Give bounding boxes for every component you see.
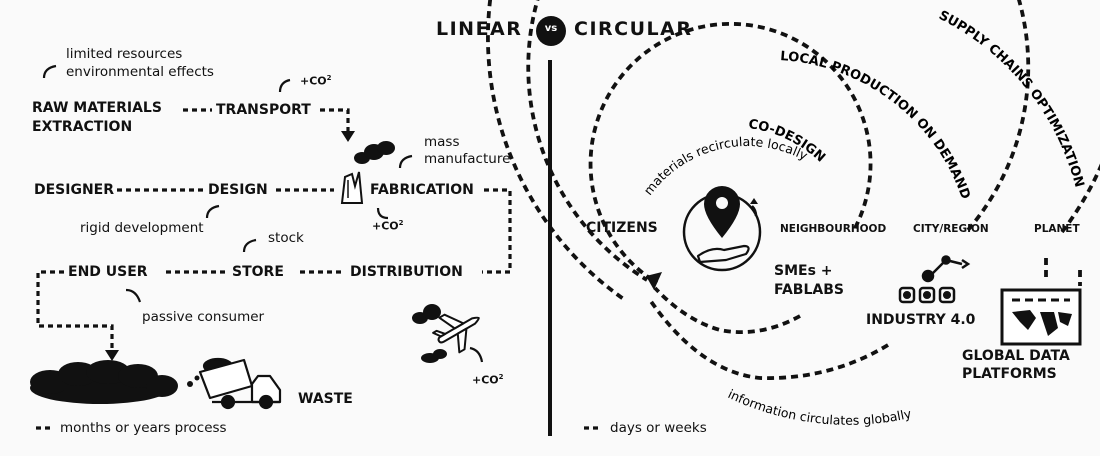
note-stock: stock [268, 230, 304, 246]
node-distribution: DISTRIBUTION [350, 264, 463, 280]
node-store: STORE [232, 264, 284, 280]
node-platforms: PLATFORMS [962, 366, 1057, 382]
co2-fabrication: +CO2 [372, 219, 404, 233]
node-fabrication: FABRICATION [370, 182, 474, 198]
note-rigid-development: rigid development [80, 220, 204, 236]
node-industry: INDUSTRY 4.0 [866, 312, 976, 328]
arrow-to-citizens [646, 272, 662, 290]
node-designer: DESIGNER [34, 182, 115, 198]
scale-city-region: CITY/REGION [913, 223, 989, 235]
node-smes: SMEs + [774, 263, 833, 279]
world-map-screen-icon [1000, 288, 1082, 346]
scale-planet: PLANET [1034, 223, 1080, 235]
title-linear: LINEAR [436, 18, 523, 40]
arc-label-information: information circulates globally [726, 386, 914, 428]
robot-arm-icon [898, 255, 971, 304]
node-fablabs: FABLABS [774, 282, 844, 298]
title-circular: CIRCULAR [574, 18, 693, 40]
arc-label-local-production: LOCAL PRODUCTION ON DEMAND [780, 49, 973, 201]
node-raw-materials: RAW MATERIALS [32, 100, 162, 116]
note-manufacture: manufacture [424, 151, 511, 167]
co2-plane: +CO2 [472, 373, 504, 387]
note-environmental-effects: environmental effects [66, 64, 214, 80]
note-limited-resources: limited resources [66, 46, 183, 62]
connector-curves [42, 64, 484, 363]
legend-circular: days or weeks [610, 420, 707, 436]
arc-label-supply-chains: SUPPLY CHAINS OPTIMIZATION [936, 8, 1086, 189]
circular-arcs [486, 0, 1100, 380]
co2-transport: +CO2 [300, 74, 332, 88]
linear-flow-lines [36, 108, 512, 350]
airplane-icon [412, 304, 480, 363]
vs-label: vs [544, 23, 558, 34]
node-design: DESIGN [208, 182, 268, 198]
note-mass: mass [424, 134, 460, 150]
node-global-data: GLOBAL DATA [962, 348, 1070, 364]
garbage-truck-icon [198, 357, 282, 410]
arrow-to-fabrication [341, 131, 355, 142]
factory-icon [340, 141, 395, 204]
node-citizens: CITIZENS [586, 220, 658, 236]
waste-pile-icon [30, 360, 200, 404]
location-hand-icon [682, 186, 762, 272]
scale-neighbourhood: NEIGHBOURHOOD [780, 223, 887, 235]
node-waste: WASTE [298, 391, 353, 407]
node-transport: TRANSPORT [216, 102, 311, 118]
node-end-user: END USER [68, 264, 148, 280]
legend-linear: months or years process [60, 420, 227, 436]
arrow-to-waste [105, 350, 119, 361]
node-extraction: EXTRACTION [32, 119, 133, 135]
note-passive-consumer: passive consumer [142, 309, 265, 325]
vs-badge [536, 16, 566, 46]
